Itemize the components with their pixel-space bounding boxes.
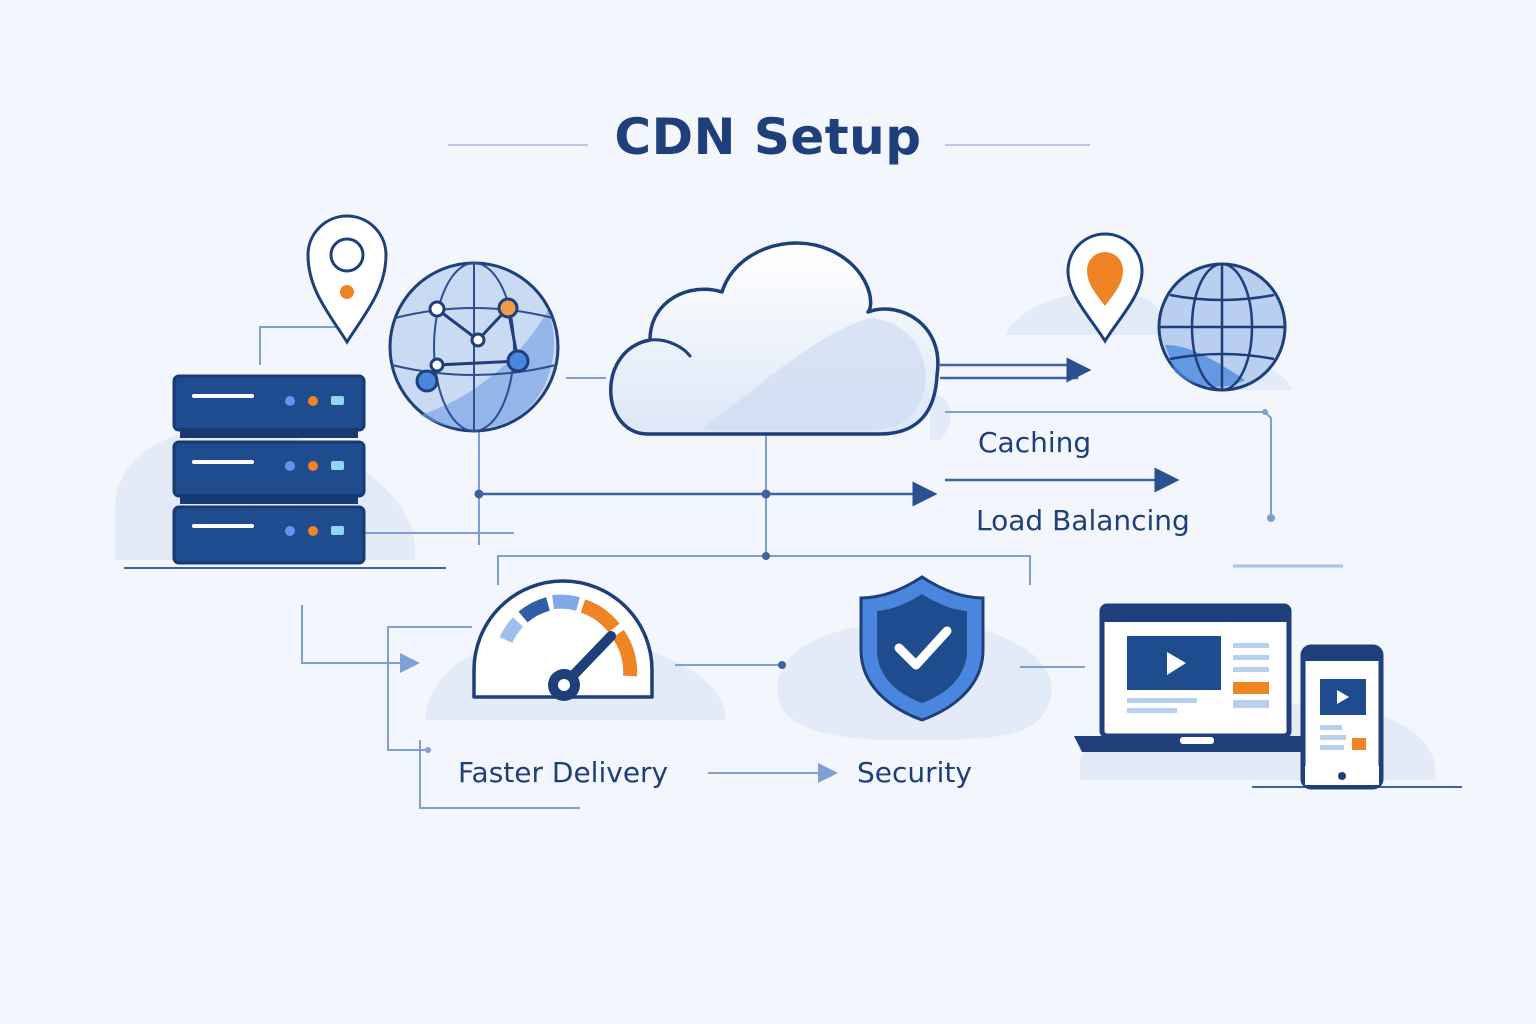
security-label: Security (857, 756, 972, 789)
faster-delivery-label: Faster Delivery (458, 756, 669, 789)
connector-dots (425, 409, 1275, 753)
shield-check-icon (859, 575, 985, 722)
connector-lines (124, 326, 1462, 809)
page-title: CDN Setup (614, 108, 922, 166)
server-stack-icon (172, 374, 366, 565)
network-globe-icon (388, 261, 560, 433)
location-pin-icon (306, 214, 388, 345)
smartphone-icon (1300, 644, 1384, 790)
load-balancing-label: Load Balancing (976, 504, 1190, 537)
location-pin-icon-right (1066, 232, 1144, 344)
speedometer-icon (472, 579, 654, 701)
laptop-icon (1074, 603, 1314, 752)
cloud-icon (609, 241, 940, 436)
caching-label: Caching (978, 426, 1092, 459)
globe-icon (1157, 262, 1287, 392)
